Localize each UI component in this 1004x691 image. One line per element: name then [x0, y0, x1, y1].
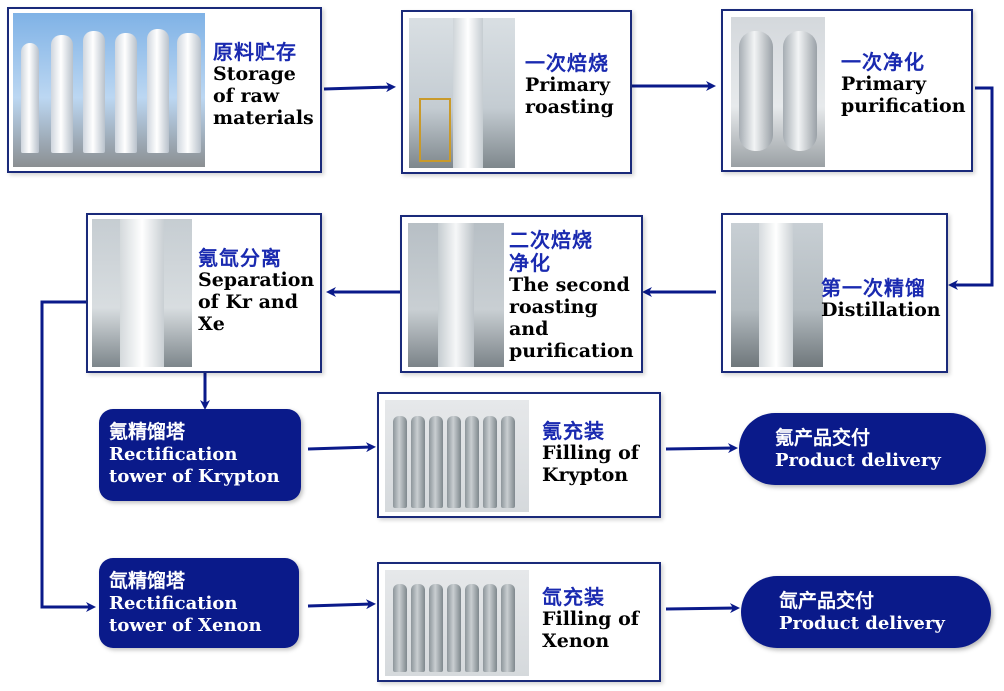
step-primary-roasting: 一次焙烧 Primary roasting — [401, 10, 632, 174]
xenon-cylinders-photo — [385, 570, 529, 676]
separate-en-line2: of Kr and — [198, 290, 299, 313]
xetower-en-line2: tower of Xenon — [109, 614, 262, 636]
krfill-en-line1: Filling of — [542, 442, 639, 464]
second-roasting-photo — [408, 223, 504, 367]
purify1-en-line1: Primary — [841, 73, 926, 95]
arrow-xetower-to-xefill — [307, 599, 376, 610]
krtower-en-line1: Rectification — [109, 444, 238, 465]
roast2-cn-line2: 净化 — [509, 251, 551, 275]
krtower-en-line2: tower of Krypton — [109, 465, 280, 487]
roast2-en-line3: purification — [509, 339, 634, 362]
krfill-en-line2: Krypton — [542, 463, 629, 486]
step-xenon-filling: 氙充装 Filling of Xenon — [377, 562, 661, 682]
roast2-en-line2: roasting and — [509, 295, 598, 340]
xetower-cn-label: 氙精馏塔 — [109, 570, 186, 592]
separate-en-line1: Separation — [198, 269, 315, 291]
step-krypton-tower: 氪精馏塔 Rectification tower of Krypton — [99, 409, 301, 501]
arrow-krfill-to-krdeliver — [665, 443, 738, 454]
roast2-cn-line1: 二次焙烧 — [509, 228, 593, 252]
roast1-en-line2: roasting — [525, 95, 614, 118]
distill-cn-label: 第一次精馏 — [821, 276, 926, 300]
xefill-en-line2: Xenon — [542, 629, 610, 652]
xefill-cn-label: 氙充装 — [542, 585, 605, 609]
krfill-cn-label: 氪充装 — [542, 419, 605, 443]
krypton-cylinders-photo — [385, 400, 529, 512]
arrow-separate-to-xetower — [40, 300, 96, 612]
separate-en-line3: Xe — [198, 312, 225, 335]
arrow-storage-to-roast1 — [323, 82, 396, 93]
step-primary-purification: 一次净化 Primary purification — [721, 9, 973, 172]
purify1-cn-label: 一次净化 — [841, 50, 925, 74]
xefill-en-line1: Filling of — [542, 608, 639, 630]
storage-en-line2: of raw — [213, 84, 280, 107]
distillation-column-photo — [731, 223, 823, 367]
step-separation: 氪氙分离 Separation of Kr and Xe — [86, 213, 322, 373]
storage-en-line1: Storage — [213, 63, 296, 85]
step-storage: 原料贮存 Storage of raw materials — [7, 7, 322, 173]
xetower-en-line1: Rectification — [109, 593, 238, 614]
storage-en-line3: materials — [213, 106, 314, 129]
separation-column-photo — [92, 219, 192, 367]
roast1-en-line1: Primary — [525, 74, 610, 96]
xedeliver-cn-label: 氙产品交付 — [779, 590, 875, 612]
step-xenon-delivery: 氙产品交付 Product delivery — [741, 576, 991, 648]
krtower-cn-label: 氪精馏塔 — [109, 421, 186, 443]
purifier-vessels-photo — [731, 17, 825, 167]
storage-cn-label: 原料贮存 — [213, 40, 297, 64]
separate-cn-label: 氪氙分离 — [198, 246, 282, 270]
arrow-xefill-to-xedeliver — [665, 603, 740, 614]
distill-en-line1: Distillation — [821, 299, 941, 321]
storage-tanks-photo — [13, 13, 205, 167]
purify1-en-line2: purification — [841, 94, 966, 117]
xedeliver-en-label: Product delivery — [779, 613, 945, 634]
arrow-purify1-to-distill — [948, 86, 994, 290]
roasting-column-photo — [409, 18, 515, 168]
roast2-en-line1: The second — [509, 274, 630, 296]
step-krypton-filling: 氪充装 Filling of Krypton — [377, 392, 661, 518]
roast1-cn-label: 一次焙烧 — [525, 51, 609, 75]
krdeliver-cn-label: 氪产品交付 — [775, 427, 871, 449]
step-krypton-delivery: 氪产品交付 Product delivery — [739, 413, 986, 485]
krdeliver-en-label: Product delivery — [775, 450, 941, 471]
step-xenon-tower: 氙精馏塔 Rectification tower of Xenon — [99, 558, 299, 648]
arrow-krtower-to-krfill — [307, 442, 376, 453]
step-second-roasting: 二次焙烧 净化 The second roasting and purifica… — [400, 215, 643, 373]
step-distillation: 第一次精馏 Distillation — [721, 213, 948, 373]
